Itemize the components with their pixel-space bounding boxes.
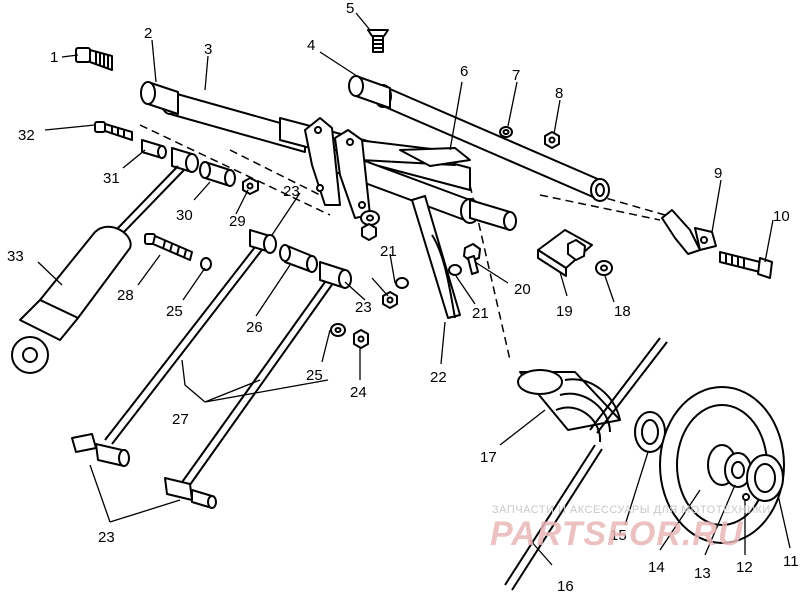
label-23-upper: 23	[283, 183, 300, 200]
callout-labels: 1 2 3 4 5 6 7 8 9 10 11 12 13 14 15 16 1…	[7, 0, 799, 595]
label-4: 4	[307, 37, 315, 54]
label-10: 10	[773, 208, 790, 225]
bushing-23-lower-right	[164, 477, 217, 509]
label-15: 15	[610, 527, 627, 544]
shock-absorber-33	[11, 165, 185, 374]
spring-17	[504, 337, 668, 591]
bushing-23-lower-left	[71, 433, 130, 467]
nut-8-lower	[382, 291, 398, 309]
bushing-26	[279, 244, 318, 273]
bearing-13	[724, 452, 752, 488]
washer-25-right	[330, 323, 346, 337]
label-27: 27	[172, 411, 189, 428]
label-23-center: 23	[355, 299, 372, 316]
rear-cross-shaft	[140, 81, 306, 153]
arm-27-right	[179, 274, 337, 490]
label-17: 17	[480, 449, 497, 466]
nut-29	[242, 177, 259, 195]
bolt-32	[94, 121, 133, 141]
label-1: 1	[50, 49, 58, 66]
label-28: 28	[117, 287, 134, 304]
label-21-lower: 21	[472, 305, 489, 322]
label-26: 26	[246, 319, 263, 336]
bushing-31	[141, 139, 199, 173]
label-21-upper: 21	[380, 243, 397, 260]
block-19	[537, 229, 593, 277]
leader-lines	[37, 12, 791, 566]
left-side-plate	[304, 117, 341, 206]
bolt-10	[719, 251, 773, 279]
watermark-tagline: ЗАПЧАСТИ И АКСЕССУАРЫ ДЛЯ МОТОТЕХНИКИ	[492, 504, 771, 516]
label-31: 31	[103, 170, 120, 187]
strap-22	[411, 195, 461, 319]
washer-21-right	[448, 264, 462, 276]
label-32: 32	[18, 127, 35, 144]
label-29: 29	[229, 213, 246, 230]
watermark-logo: PARTSFOR.RU	[490, 515, 744, 553]
nut-24	[353, 329, 369, 349]
washer-8-lower	[360, 210, 380, 241]
watermark: ЗАПЧАСТИ И АКСЕССУАРЫ ДЛЯ МОТОТЕХНИКИ PA…	[490, 504, 771, 553]
label-23-lower: 23	[98, 529, 115, 546]
label-9: 9	[714, 165, 722, 182]
label-16: 16	[557, 578, 574, 595]
washer-25-left	[200, 257, 212, 271]
screw-5	[367, 29, 389, 53]
label-5: 5	[346, 0, 354, 17]
label-25-left: 25	[166, 303, 183, 320]
label-24: 24	[350, 384, 367, 401]
bushing-23-upper-left	[249, 229, 277, 254]
label-2: 2	[144, 25, 152, 42]
front-cross-shaft	[348, 75, 610, 202]
label-20: 20	[514, 281, 531, 298]
bushing-30	[199, 161, 236, 187]
label-22: 22	[430, 369, 447, 386]
washer-7	[499, 126, 513, 138]
label-7: 7	[512, 67, 520, 84]
label-25-right: 25	[306, 367, 323, 384]
arm-27-left	[104, 237, 269, 445]
label-3: 3	[204, 41, 212, 58]
label-11: 11	[783, 553, 799, 570]
label-19: 19	[556, 303, 573, 320]
label-33: 33	[7, 248, 24, 265]
label-18: 18	[614, 303, 631, 320]
bolt-1	[75, 47, 113, 71]
label-14: 14	[648, 559, 665, 576]
bracket-9	[661, 209, 717, 255]
label-13: 13	[694, 565, 711, 582]
label-8-upper: 8	[555, 85, 563, 102]
washer-18	[595, 260, 613, 276]
spacer-12	[742, 493, 750, 501]
cap-11	[746, 454, 784, 502]
label-6: 6	[460, 63, 468, 80]
washer-15	[634, 411, 666, 453]
nut-8-upper	[544, 131, 560, 149]
bushing-23-center	[319, 261, 352, 289]
bolt-20	[463, 243, 481, 275]
bolt-28	[144, 233, 193, 261]
washer-21-left	[395, 277, 409, 289]
label-30: 30	[176, 207, 193, 224]
label-12: 12	[736, 559, 753, 576]
